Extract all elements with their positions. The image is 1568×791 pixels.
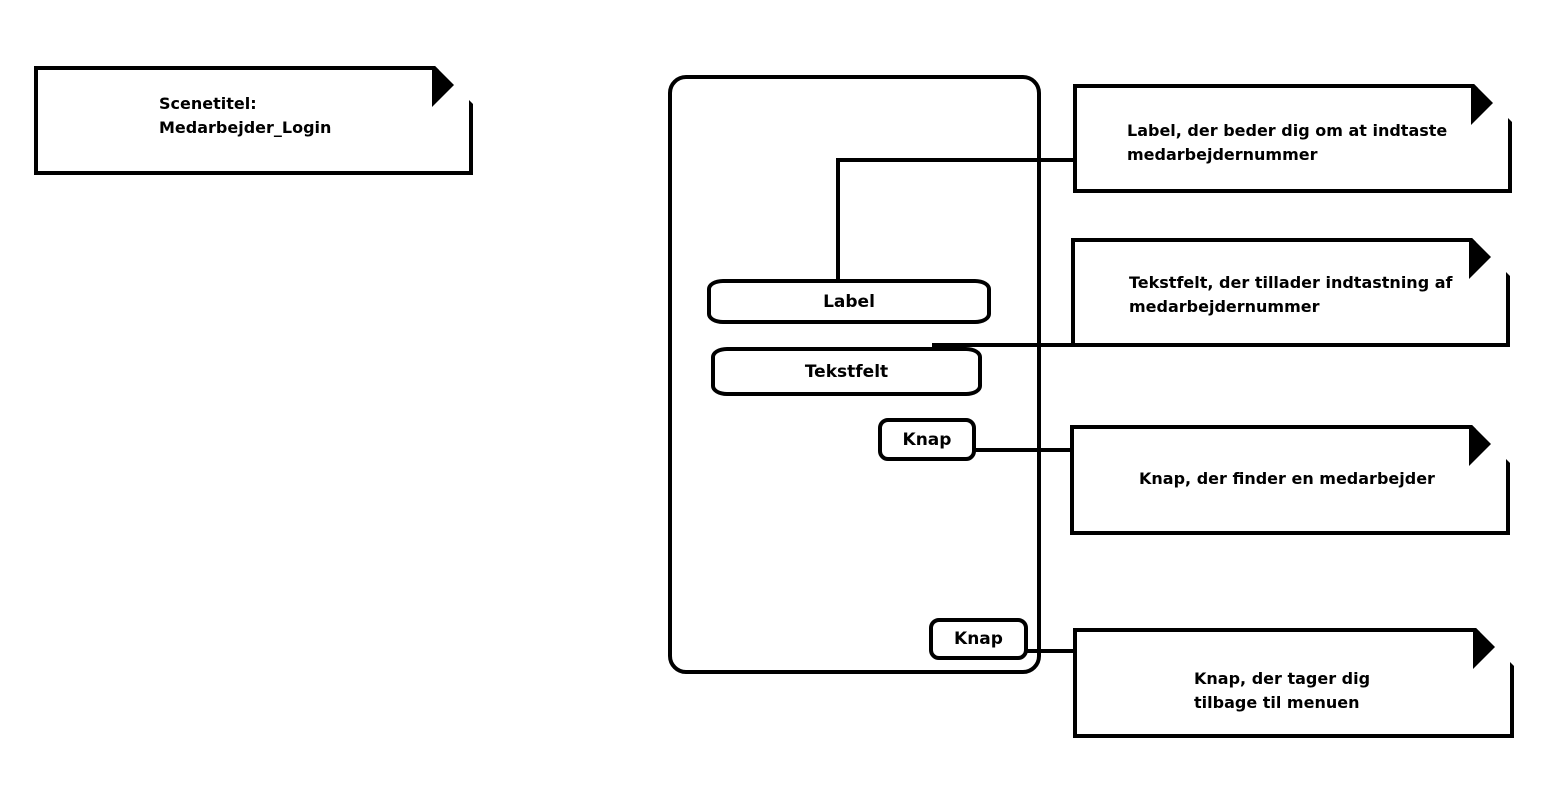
mockup-textfield[interactable]: Tekstfelt (711, 347, 982, 396)
mockup-find-button[interactable]: Knap (878, 418, 976, 461)
connector-find-button (972, 448, 1076, 452)
note-fold-corner (1469, 238, 1510, 279)
mockup-back-button[interactable]: Knap (929, 618, 1028, 660)
note-fold-corner (1469, 425, 1510, 466)
note-fold-corner (1473, 628, 1514, 669)
note-fold-corner (432, 66, 473, 107)
connector-label-vertical (836, 158, 840, 282)
connector-label-horizontal (836, 158, 1076, 162)
scene-title-label: Scenetitel: (159, 94, 257, 113)
find-button-annotation-line1: Knap, der finder en medarbejder (1139, 469, 1435, 488)
scene-title-value: Medarbejder_Login (159, 118, 332, 137)
back-button-annotation-line1: Knap, der tager dig (1194, 669, 1371, 688)
find-button-annotation-note: Knap, der finder en medarbejder (1070, 425, 1510, 535)
textfield-annotation-line2: medarbejdernummer (1129, 297, 1320, 316)
mockup-label: Label (707, 279, 991, 324)
scene-title-note: Scenetitel: Medarbejder_Login (34, 66, 473, 175)
back-button-annotation-line2: tilbage til menuen (1194, 693, 1360, 712)
label-annotation-line1: Label, der beder dig om at indtaste (1127, 121, 1448, 140)
textfield-annotation-note: Tekstfelt, der tillader indtastning af m… (1071, 238, 1510, 347)
label-annotation-line2: medarbejdernummer (1127, 145, 1318, 164)
label-annotation-note: Label, der beder dig om at indtaste meda… (1073, 84, 1512, 193)
textfield-annotation-line1: Tekstfelt, der tillader indtastning af (1129, 273, 1453, 292)
connector-back-button (1024, 649, 1080, 653)
back-button-annotation-note: Knap, der tager dig tilbage til menuen (1073, 628, 1514, 738)
note-fold-corner (1471, 84, 1512, 125)
connector-textfield (932, 343, 1076, 347)
